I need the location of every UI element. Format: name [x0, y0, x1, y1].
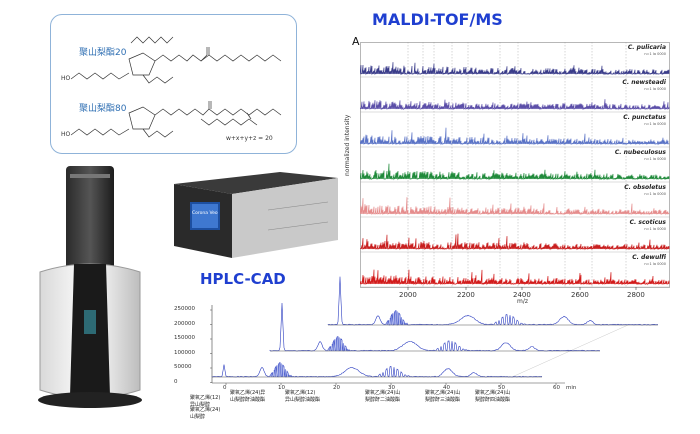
- hplc-screen-text: Corona Veo: [192, 211, 218, 216]
- hplc-title: HPLC-CAD: [200, 270, 286, 288]
- maldi-strip-3: [360, 127, 670, 148]
- hplc-annotation-line2: 山梨醇酐油酸酯: [230, 396, 266, 403]
- maldi-strip-1: [360, 62, 670, 78]
- hplc-annotation-line2: 梨醇酐四油酸酯: [475, 396, 511, 403]
- hplc-peak-annotation: 聚氧乙烯(24)山梨醇酐三油酸酯: [425, 390, 460, 403]
- hplc-annotation-line1: 聚氧乙烯(24)山: [425, 390, 461, 396]
- maldi-spectrum-trace: [360, 127, 670, 146]
- hplc-trace-2: [269, 302, 601, 378]
- maldi-strip-2: [360, 99, 670, 113]
- hplc-trace-1: [211, 361, 543, 378]
- hplc-annotation-line2: 梨醇酐三油酸酯: [425, 396, 461, 403]
- maldi-strip-subtitle: n=1 Ia 0000: [644, 52, 666, 56]
- maldi-strip-5: [360, 197, 670, 218]
- maldi-xtick-label: 2000: [399, 291, 417, 299]
- maldi-strip-name: C. obsoletus: [624, 184, 666, 191]
- hplc-xtick-label: 0: [223, 385, 227, 391]
- maldi-xlabel: m/z: [517, 298, 529, 305]
- maldi-spectrum-trace: [360, 233, 670, 251]
- hplc-annotation-line2: 山梨醇: [190, 413, 206, 420]
- hplc-chromatogram-line: [327, 276, 659, 326]
- maldi-xtick-label: 2800: [627, 291, 645, 299]
- maldi-strip-subtitle: n=1 Ia 0000: [644, 122, 666, 126]
- hplc-annotation-line1: 聚氧乙烯(24)山: [365, 390, 401, 396]
- polysorbate-80-label: 聚山梨酯80: [79, 104, 127, 114]
- maldi-ylabel: normalized intensity: [344, 114, 351, 176]
- chemical-structure-panel: 聚山梨酯20 聚山梨酯80 w+x+y+z = 20 HO HO: [50, 14, 297, 154]
- hplc-annotation-line2: 异山梨醇: [190, 401, 211, 408]
- hplc-trace-3: [327, 276, 659, 352]
- hplc-peak-annotation: 聚氧乙烯(12)异山梨醇油酸酯: [285, 390, 320, 403]
- hplc-annotation-line2: 异山梨醇油酸酯: [285, 396, 321, 403]
- maldi-xtick-label: 2200: [457, 291, 475, 299]
- hplc-xtick-label: 30: [388, 385, 395, 391]
- hplc-oligomer-peaks: [385, 311, 408, 325]
- hplc-instrument-icon: [174, 172, 338, 258]
- ho-label-bottom: HO: [61, 131, 71, 138]
- hplc-ytick-label: 150000: [174, 335, 195, 341]
- hplc-chromatogram: [210, 276, 659, 385]
- hplc-annotation-line1: 聚氧乙烯(24): [190, 407, 221, 413]
- maldi-spectrum-trace: [360, 197, 670, 216]
- hplc-annotation-line1: 聚氧乙烯(24)山: [475, 390, 511, 396]
- hplc-peak-annotation: 聚氧乙烯(12)异山梨醇: [190, 395, 220, 408]
- hplc-peak-annotation: 聚氧乙烯(24)异山梨醇酐油酸酯: [230, 390, 265, 403]
- ho-label-top: HO: [61, 75, 71, 82]
- hplc-xtick-label: 60: [553, 385, 560, 391]
- maldi-strip-name: C. scoticus: [629, 219, 666, 226]
- maldi-strip-name: C. newsteadi: [622, 79, 666, 86]
- maldi-spectra-panel: [360, 42, 670, 290]
- hplc-xtick-label: 40: [443, 385, 450, 391]
- hplc-xtick-label: 10: [278, 385, 285, 391]
- hplc-labels: 250000 200000 150000 100000 50000 0 0 10 20 30 40 5…: [170, 255, 695, 430]
- maldi-title: MALDI-TOF/MS: [372, 10, 503, 29]
- hplc-peak-annotation: 聚氧乙烯(24)山梨醇: [190, 407, 220, 420]
- maldi-strip-name: C. punctatus: [623, 114, 666, 121]
- polysorbate-20-label: 聚山梨酯20: [79, 48, 127, 58]
- maldi-spectrum-trace: [360, 163, 670, 181]
- hplc-annotation-line2: 梨醇酐二油酸酯: [365, 396, 401, 403]
- maldi-strip-subtitle: n=1 Ia 0000: [644, 157, 666, 161]
- maldi-xtick-label: 2600: [571, 291, 589, 299]
- hplc-peak-annotation: 聚氧乙烯(24)山梨醇酐二油酸酯: [365, 390, 400, 403]
- maldi-spectrum-trace: [360, 62, 670, 76]
- hplc-annotation-line1: 聚氧乙烯(12): [285, 390, 316, 396]
- maldi-spectrum-trace: [360, 269, 670, 286]
- maldi-strip-subtitle: n=1 Ia 0000: [644, 227, 666, 231]
- maldi-strip-name: C. pulicaria: [627, 44, 666, 51]
- hplc-ytick-label: 0: [174, 378, 178, 385]
- maldi-panel-letter: A: [352, 35, 360, 48]
- hplc-xtick-label: 20: [333, 385, 340, 391]
- hplc-xunit: min: [566, 385, 577, 391]
- chain-sum-equation: w+x+y+z = 20: [226, 135, 273, 142]
- hplc-annotation-line1: 聚氧乙烯(12): [190, 395, 221, 401]
- maldi-strip-7: [360, 269, 670, 288]
- hplc-xtick-label: 50: [498, 385, 505, 391]
- maldi-strip-subtitle: n=1 Ia 0000: [644, 262, 666, 266]
- hplc-ytick-label: 200000: [174, 320, 195, 327]
- maldi-strip-subtitle: n=1 Ia 0000: [644, 87, 666, 91]
- maldi-strip-subtitle: n=1 Ia 0000: [644, 192, 666, 196]
- hplc-ytick-label: 50000: [174, 364, 192, 370]
- hplc-ytick-label: 250000: [174, 306, 195, 312]
- maldi-xtick-label: 2400: [513, 291, 531, 299]
- hplc-peak-annotation: 聚氧乙烯(24)山梨醇酐四油酸酯: [475, 390, 510, 403]
- maldi-spectrum-trace: [360, 99, 670, 111]
- hplc-annotation-line1: 聚氧乙烯(24)异: [230, 390, 266, 396]
- maldi-strip-name: C. nubeculosus: [614, 149, 666, 156]
- maldi-strip-4: [360, 163, 670, 183]
- hplc-oligomer-peaks: [269, 363, 292, 377]
- hplc-ytick-label: 100000: [174, 349, 195, 356]
- hplc-oligomer-peaks: [327, 337, 350, 351]
- maldi-strip-name: C. dewulfi: [632, 254, 666, 261]
- maldi-strip-6: [360, 233, 670, 253]
- chemical-structure-drawing: [70, 36, 282, 138]
- mass-spectrometer-icon: [38, 166, 142, 408]
